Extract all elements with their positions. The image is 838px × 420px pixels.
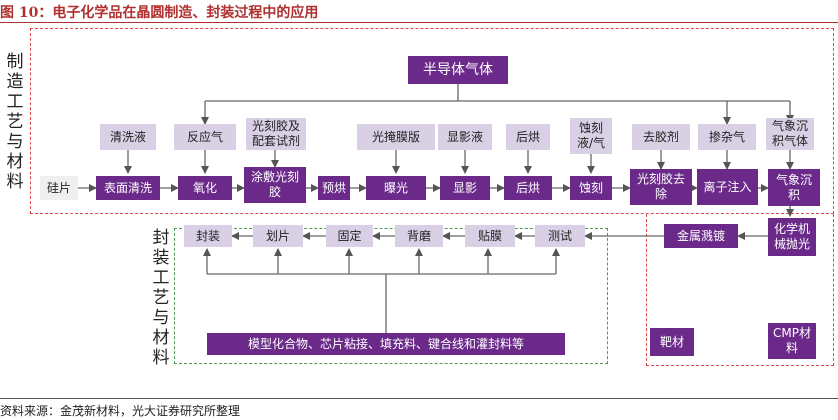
extra-materials-region [646,214,834,366]
material-etchant: 蚀刻液/气 [570,118,612,154]
material-cleaning-liquid: 清洗液 [100,124,156,150]
step-post-bake: 后烘 [504,176,552,200]
packaging-region [174,228,608,364]
pkg-step-film: 贴膜 [465,225,515,247]
title-rule [0,22,838,23]
step-vapor-deposition: 气象沉积 [768,169,820,206]
step-pre-bake: 预烘 [318,176,350,200]
step-resist-coating: 涂敷光刻胶 [244,167,306,203]
material-dopant-gas: 掺杂气 [698,124,756,150]
material-photoresist-reagents: 光刻胶及配套试剂 [246,118,306,150]
step-surface-cleaning: 表面清洗 [96,176,160,200]
step-resist-removal: 光刻胶去除 [630,169,692,205]
manufacturing-label: 制造工艺与材料 [6,52,24,192]
pkg-step-package: 封装 [184,225,232,247]
material-post-bake: 后烘 [506,124,550,150]
node-semiconductor-gas: 半导体气体 [408,56,508,84]
step-metal-sputter: 金属溅镀 [664,224,738,248]
material-cmp: CMP材料 [768,323,816,359]
manufacturing-region [30,28,834,214]
material-photomask: 光掩膜版 [357,124,435,150]
source-rule [0,398,838,399]
step-cmp: 化学机械抛光 [768,218,816,256]
pkg-step-grind: 背磨 [395,225,443,247]
material-target: 靶材 [650,328,694,356]
material-developer: 显影液 [438,124,492,150]
material-stripper: 去胶剂 [632,124,690,150]
packaging-label: 封装工艺与材料 [152,228,170,368]
pkg-step-mount: 固定 [326,225,373,247]
pkg-step-test: 测试 [535,225,585,247]
source-note: 资料来源：金茂新材料，光大证券研究所整理 [0,404,241,418]
step-exposure: 曝光 [366,176,426,200]
pkg-step-dice: 划片 [253,225,303,247]
figure-title: 图 10：电子化学品在晶圆制造、封装过程中的应用 [0,5,319,21]
node-wafer: 硅片 [40,176,78,200]
material-deposition-gas: 气象沉积气体 [766,118,814,150]
step-develop: 显影 [440,176,490,200]
pkg-materials: 模型化合物、芯片粘接、填充料、键合线和灌封料等 [207,333,565,355]
material-reaction-gas: 反应气 [174,124,236,150]
step-oxidation: 氧化 [178,176,232,200]
step-ion-implant: 离子注入 [697,169,758,205]
step-etch: 蚀刻 [570,176,612,200]
